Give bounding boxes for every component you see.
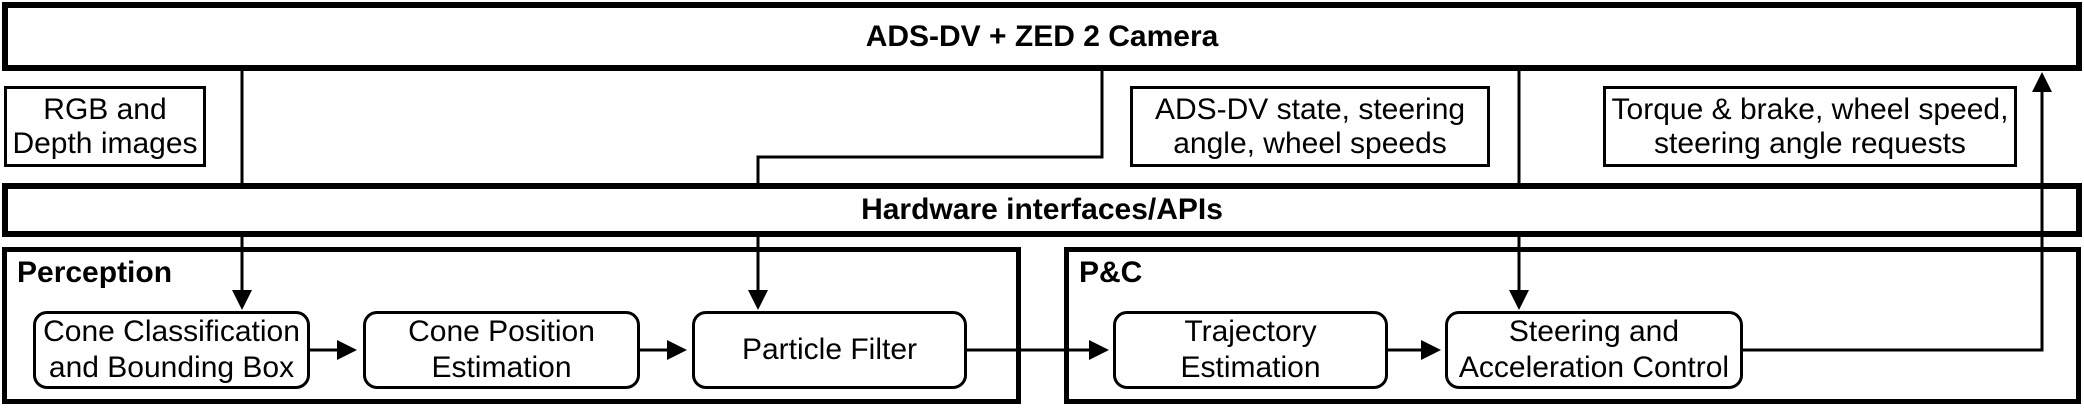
label-rgb-depth-images: RGB and Depth images	[4, 86, 206, 167]
node-trajectory-estimation-label: Trajectory Estimation	[1180, 315, 1321, 384]
node-steering-acceleration-control-label: Steering and Acceleration Control	[1458, 315, 1730, 384]
pc-title: P&C	[1079, 256, 1143, 289]
label-adsdv-state: ADS-DV state, steering angle, wheel spee…	[1130, 86, 1490, 167]
label-torque-brake-requests: Torque & brake, wheel speed, steering an…	[1603, 86, 2017, 167]
node-cone-classification-label: Cone Classification and Bounding Box	[43, 315, 300, 384]
arrowhead-camera-feedback	[2032, 72, 2052, 92]
node-particle-filter-label: Particle Filter	[741, 333, 918, 366]
hardware-interfaces-bar: Hardware interfaces/APIs	[2, 183, 2082, 237]
label-torque-brake-requests-text: Torque & brake, wheel speed, steering an…	[1611, 92, 2009, 160]
system-box-label: ADS-DV + ZED 2 Camera	[865, 19, 1219, 53]
perception-title: Perception	[17, 256, 173, 289]
node-cone-classification: Cone Classification and Bounding Box	[33, 311, 310, 389]
node-steering-acceleration-control: Steering and Acceleration Control	[1445, 311, 1743, 389]
system-box: ADS-DV + ZED 2 Camera	[2, 2, 2082, 71]
node-particle-filter: Particle Filter	[692, 311, 967, 389]
label-adsdv-state-text: ADS-DV state, steering angle, wheel spee…	[1154, 92, 1466, 160]
line-camera-elbow-to-bar	[756, 70, 1104, 186]
node-trajectory-estimation: Trajectory Estimation	[1113, 311, 1388, 389]
node-cone-position-estimation: Cone Position Estimation	[363, 311, 640, 389]
hardware-interfaces-label: Hardware interfaces/APIs	[861, 193, 1223, 226]
label-rgb-depth-images-text: RGB and Depth images	[12, 92, 198, 160]
node-cone-position-estimation-label: Cone Position Estimation	[408, 315, 595, 384]
